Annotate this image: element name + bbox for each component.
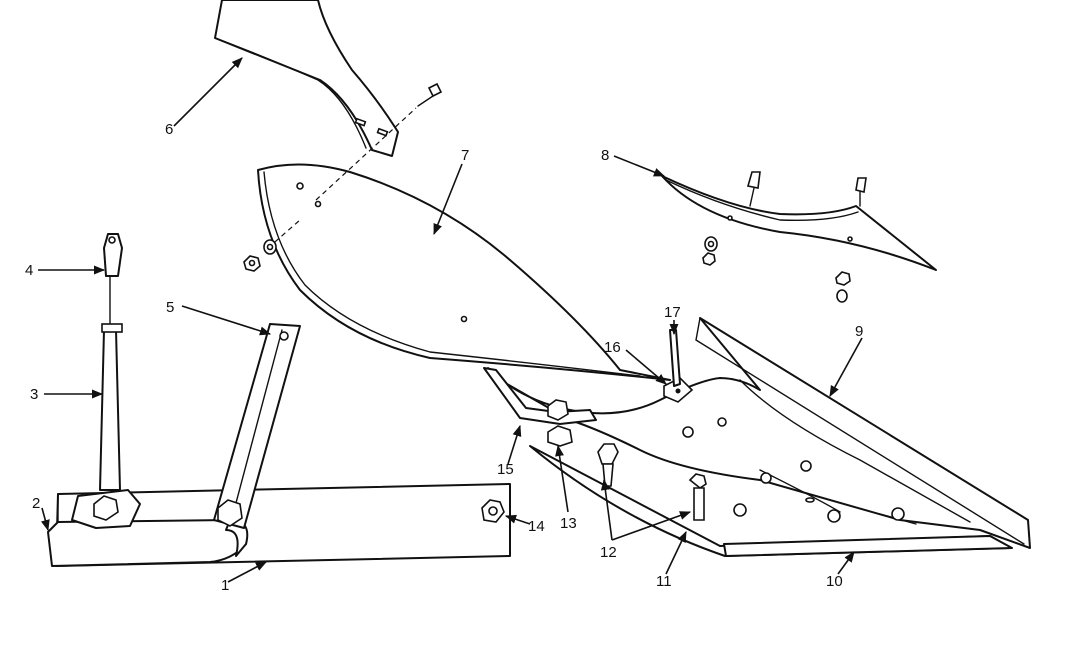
- callout-10: 10: [826, 573, 843, 590]
- callout-8: 8: [601, 147, 609, 164]
- part-5-arm: [213, 323, 301, 529]
- callout-3: 3: [30, 386, 38, 403]
- callout-4: 4: [25, 262, 33, 279]
- callout-1: 1: [221, 577, 229, 594]
- callout-12: 12: [600, 544, 617, 561]
- callout-11: 11: [656, 573, 672, 590]
- part-12-bolts: [597, 443, 707, 521]
- callout-2: 2: [32, 495, 40, 512]
- callout-13: 13: [560, 515, 577, 532]
- callout-9: 9: [855, 323, 863, 340]
- callout-5: 5: [166, 299, 174, 316]
- part-6-beam-piece: [214, 0, 443, 157]
- callout-labels: 1 2 3 4 5 6 7 8 9 10 11 12 13 14 15 16 1…: [25, 121, 863, 594]
- leader-lines: [38, 57, 863, 583]
- callout-15: 15: [497, 461, 514, 478]
- part-8-shin: [661, 171, 937, 303]
- callout-14: 14: [528, 518, 545, 535]
- moldboard-nuts: [243, 239, 277, 272]
- callout-17: 17: [664, 304, 681, 321]
- part-15-brace: [483, 329, 694, 447]
- callout-6: 6: [165, 121, 173, 138]
- callout-7: 7: [461, 147, 469, 164]
- part-3-adjuster-rod: [71, 233, 141, 529]
- part-9-frog-assembly: [487, 317, 1031, 557]
- callout-16: 16: [604, 339, 621, 356]
- part-1-beam: [47, 483, 511, 567]
